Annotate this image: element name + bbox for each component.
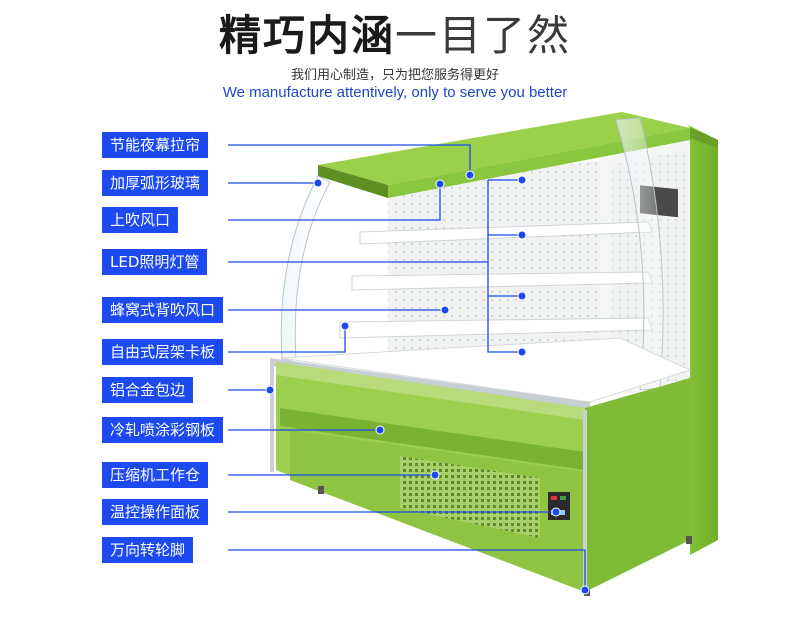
callout-dots — [265, 170, 590, 595]
label-compressor-bay: 压缩机工作仓 — [102, 462, 209, 488]
title-light: 一目了然 — [395, 11, 572, 60]
label-aluminum-trim: 铝合金包边 — [102, 377, 194, 403]
label-caster-wheels: 万向转轮脚 — [102, 537, 194, 563]
label-steel-plate: 冷轧喷涂彩钢板 — [102, 417, 224, 443]
top-canopy — [318, 112, 690, 185]
subtitle-english: We manufacture attentively, only to serv… — [222, 84, 568, 101]
label-led-tube: LED照明灯管 — [102, 249, 208, 275]
label-shelf-clip: 自由式层架卡板 — [102, 339, 224, 365]
callout-lines — [228, 144, 586, 590]
label-top-air-vent: 上吹风口 — [102, 207, 179, 233]
label-control-panel: 温控操作面板 — [102, 499, 209, 525]
label-curved-glass: 加厚弧形玻璃 — [102, 170, 209, 196]
subtitle-chinese: 我们用心制造，只为把您服务得更好 — [290, 68, 499, 83]
title-bold: 精巧内涵 — [218, 11, 395, 60]
shelves — [339, 221, 653, 339]
label-night-curtain: 节能夜幕拉帘 — [102, 132, 209, 158]
cabinet-side-panel — [688, 125, 718, 555]
label-honeycomb-back-vent: 蜂窝式背吹风口 — [102, 297, 224, 323]
page-title: 精巧内涵一目了然 — [0, 10, 790, 62]
